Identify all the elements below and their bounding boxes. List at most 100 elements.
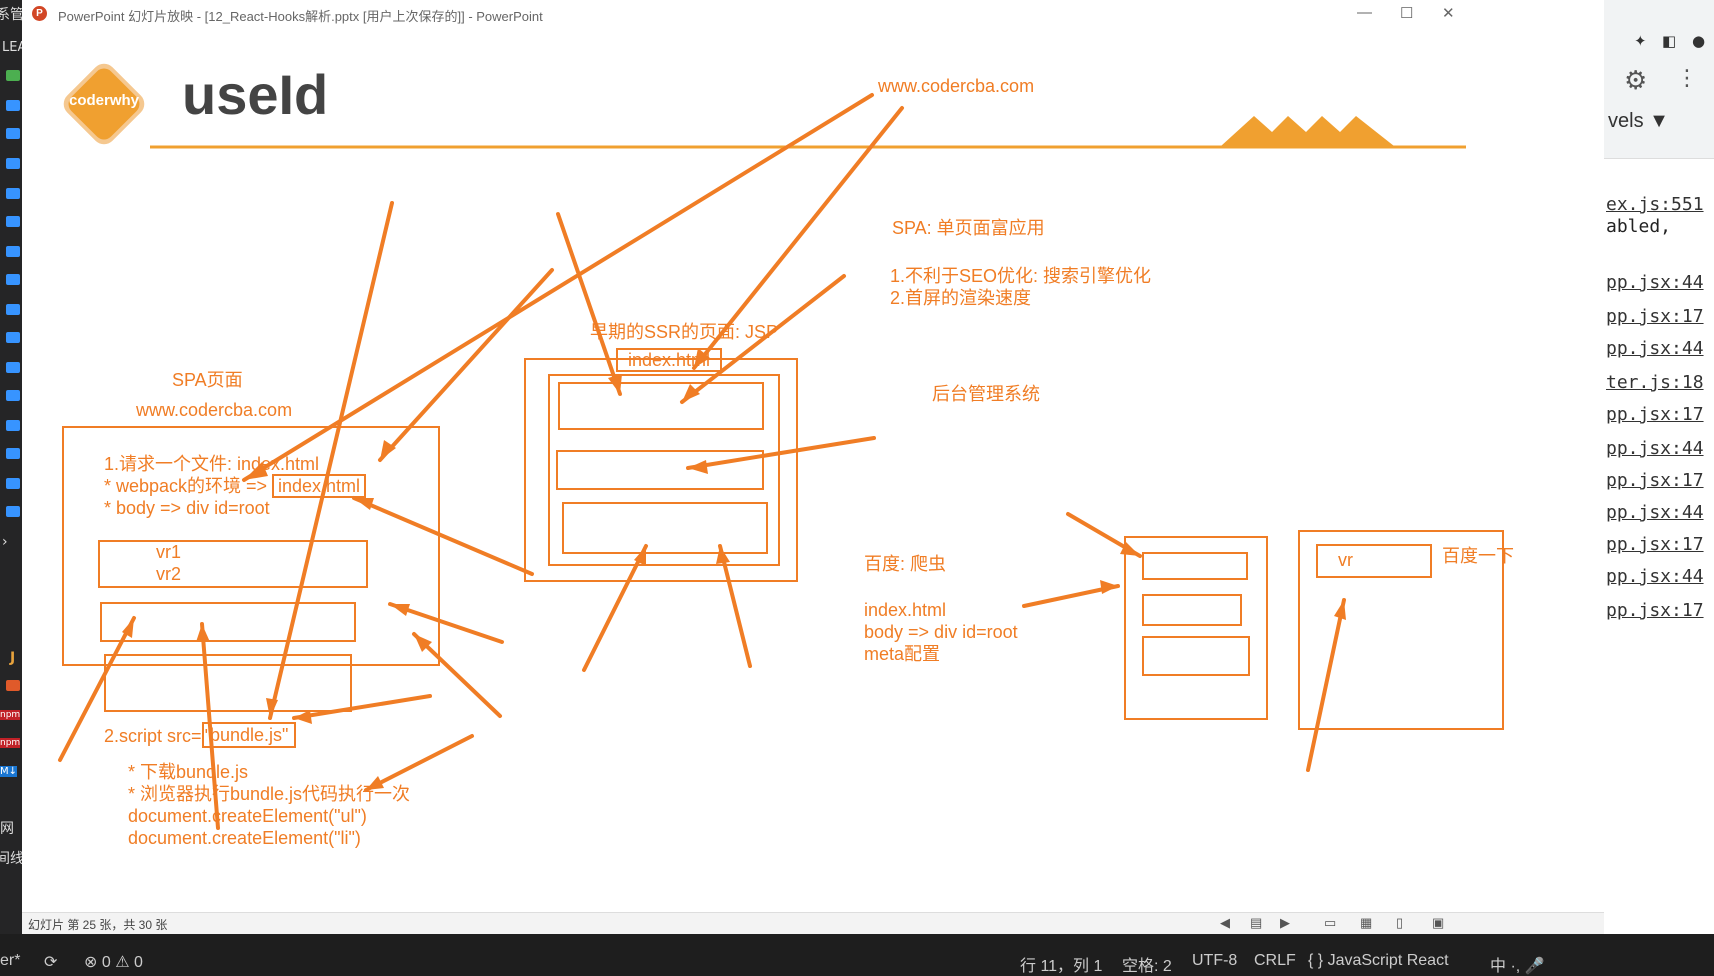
file-icon[interactable] (6, 304, 20, 315)
annotation-text: bundle.js" (202, 722, 297, 748)
status-text: er* (0, 952, 21, 969)
logo-text: coderwhy (68, 92, 140, 109)
arrow-head (634, 546, 646, 566)
arrow-line (556, 212, 622, 396)
file-icon[interactable] (6, 188, 20, 199)
arrow-head (354, 498, 374, 510)
console-source-link[interactable]: pp.jsx:44 (1606, 502, 1704, 523)
annotation-text: * 下载bundle.js (128, 762, 249, 782)
sidebar-toggle-icon[interactable]: ◧ (1662, 32, 1677, 50)
maximize-button[interactable]: ☐ (1400, 5, 1414, 22)
annotation-text: meta配置 (864, 644, 941, 664)
annotation-text: document.createElement("ul") (128, 806, 367, 826)
ssr-section-box (562, 502, 768, 554)
annotation-text: 2.script src=" (104, 726, 208, 746)
annotation-text: vr1 (156, 542, 182, 562)
arrow-line (388, 602, 504, 644)
slide-sorter-icon[interactable]: ▦ (1360, 915, 1373, 930)
cursor-position[interactable]: 行 11，列 1 (1020, 958, 1103, 975)
normal-view-icon[interactable]: ▭ (1324, 915, 1337, 930)
vscode-sidebar-text: J (10, 650, 16, 666)
node-icon (6, 70, 20, 81)
slide-title: useId (182, 63, 329, 126)
arrow-line (268, 201, 394, 720)
slide-menu-icon[interactable]: ▤ (1250, 915, 1263, 930)
problems-indicator[interactable]: ⊗ 0 ⚠ 0 (84, 954, 143, 971)
indentation[interactable]: 空格: 2 (1122, 958, 1172, 975)
file-icon[interactable] (6, 246, 20, 257)
baidu-page-box (1298, 530, 1504, 730)
reading-view-icon[interactable]: ▯ (1396, 915, 1404, 930)
file-icon[interactable] (6, 390, 20, 401)
annotation-text: www.codercba.com (136, 400, 293, 420)
console-source-link[interactable]: ter.js:18 (1606, 372, 1704, 393)
file-icon[interactable] (6, 362, 20, 373)
file-icon[interactable] (6, 274, 20, 285)
file-icon[interactable] (6, 420, 20, 431)
annotation-text: 1.不利于SEO优化: 搜索引擎优化 (890, 266, 1152, 286)
console-source-link[interactable]: pp.jsx:44 (1606, 438, 1704, 459)
arrow-head (682, 384, 700, 402)
arrow-head (688, 460, 708, 474)
console-source-link[interactable]: pp.jsx:44 (1606, 338, 1704, 359)
coderwhy-logo (63, 63, 145, 145)
arrow-head (294, 710, 312, 724)
vscode-sidebar-text: LEA (2, 40, 27, 55)
language-mode[interactable]: { } JavaScript React (1308, 952, 1449, 969)
ime-indicator[interactable]: 中 ·, 🎤 (1490, 958, 1545, 975)
previous-icon[interactable]: ◀ (1220, 915, 1230, 930)
page-section-box (1142, 552, 1248, 580)
powerpoint-window: P PowerPoint 幻灯片放映 - [12_React-Hooks解析.p… (22, 0, 1604, 935)
file-icon[interactable] (6, 158, 20, 169)
chevron-right-icon[interactable]: › (2, 534, 8, 550)
console-log-text: abled, (1606, 216, 1672, 237)
console-source-link[interactable]: pp.jsx:17 (1606, 306, 1704, 327)
folder-icon[interactable] (6, 128, 20, 139)
log-levels-dropdown[interactable]: vels ▼ (1608, 110, 1669, 132)
arrow-head (244, 462, 268, 480)
console-source-link[interactable]: pp.jsx:44 (1606, 566, 1704, 587)
annotation-text: index.html (616, 348, 723, 372)
next-icon[interactable]: ▶ (1280, 915, 1290, 930)
console-source-link[interactable]: pp.jsx:17 (1606, 600, 1704, 621)
arrow-head (1100, 580, 1118, 594)
page-section-box (1142, 636, 1250, 676)
console-source-link[interactable]: pp.jsx:17 (1606, 534, 1704, 555)
file-icon[interactable] (6, 332, 20, 343)
encoding[interactable]: UTF-8 (1192, 952, 1238, 969)
more-icon[interactable]: ⋮ (1676, 66, 1698, 91)
annotation-text: www.codercba.com (878, 76, 1035, 96)
vscode-status-bar: er* ⟳ ⊗ 0 ⚠ 0 行 11，列 1 空格: 2 UTF-8 CRLF … (0, 934, 1714, 976)
sync-icon[interactable]: ⟳ (44, 954, 58, 971)
slideshow-icon[interactable]: ▣ (1432, 915, 1445, 930)
gear-icon[interactable]: ⚙ (1624, 66, 1648, 96)
annotation-text: index.html (864, 600, 947, 620)
git-icon (6, 680, 20, 691)
profile-icon[interactable]: ● (1692, 32, 1706, 50)
console-source-link[interactable]: pp.jsx:17 (1606, 470, 1704, 491)
console-source-link[interactable]: pp.jsx:44 (1606, 272, 1704, 293)
annotation-text: vr2 (156, 564, 182, 584)
file-icon[interactable] (6, 216, 20, 227)
close-button[interactable]: ✕ (1442, 5, 1455, 22)
slide-canvas[interactable]: coderwhy useId www.codercba.com SPA: 单页面… (26, 28, 1600, 912)
vr-box (98, 540, 368, 588)
title-bar: P PowerPoint 幻灯片放映 - [12_React-Hooks解析.p… (22, 0, 1604, 27)
markdown-icon: M↓ (0, 766, 18, 777)
arrow-head (716, 546, 730, 564)
slide-drawing-layer (58, 63, 1466, 830)
arrow-line (680, 274, 846, 404)
console-source-link[interactable]: ex.js:551 (1606, 194, 1704, 215)
arrow-line (352, 496, 534, 576)
folder-icon[interactable] (6, 100, 20, 111)
extension-icon[interactable]: ✦ (1634, 32, 1647, 50)
file-icon[interactable] (6, 506, 20, 517)
file-icon[interactable] (6, 478, 20, 489)
arrow-head (608, 374, 622, 394)
ssr-inner-box (548, 374, 780, 566)
line-ending[interactable]: CRLF (1254, 952, 1296, 969)
file-icon[interactable] (6, 448, 20, 459)
arrow-head (390, 604, 410, 616)
minimize-button[interactable]: — (1357, 4, 1372, 21)
console-source-link[interactable]: pp.jsx:17 (1606, 404, 1704, 425)
